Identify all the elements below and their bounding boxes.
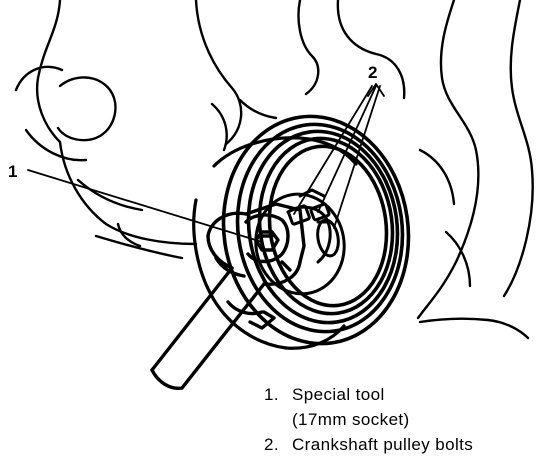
legend-item-1-number: 1. bbox=[264, 385, 279, 404]
legend: 1. Special tool (17mm socket) 2. Cranksh… bbox=[264, 382, 556, 457]
legend-item-1-subtext: (17mm socket) bbox=[292, 410, 410, 429]
leader-lines bbox=[27, 83, 385, 243]
legend-item-1: 1. Special tool bbox=[264, 382, 556, 407]
legend-item-2-text: Crankshaft pulley bolts bbox=[292, 435, 474, 454]
legend-item-1-subtext-row: (17mm socket) bbox=[264, 407, 556, 432]
callout-1: 1 bbox=[8, 162, 18, 181]
crankshaft-pulley bbox=[221, 114, 411, 346]
legend-item-1-text: Special tool bbox=[292, 385, 385, 404]
special-tool bbox=[150, 202, 306, 390]
callout-2: 2 bbox=[368, 63, 378, 82]
legend-item-2-number: 2. bbox=[264, 435, 279, 454]
legend-item-2: 2. Crankshaft pulley bolts bbox=[264, 432, 556, 457]
engine-block-outline bbox=[14, 0, 534, 340]
